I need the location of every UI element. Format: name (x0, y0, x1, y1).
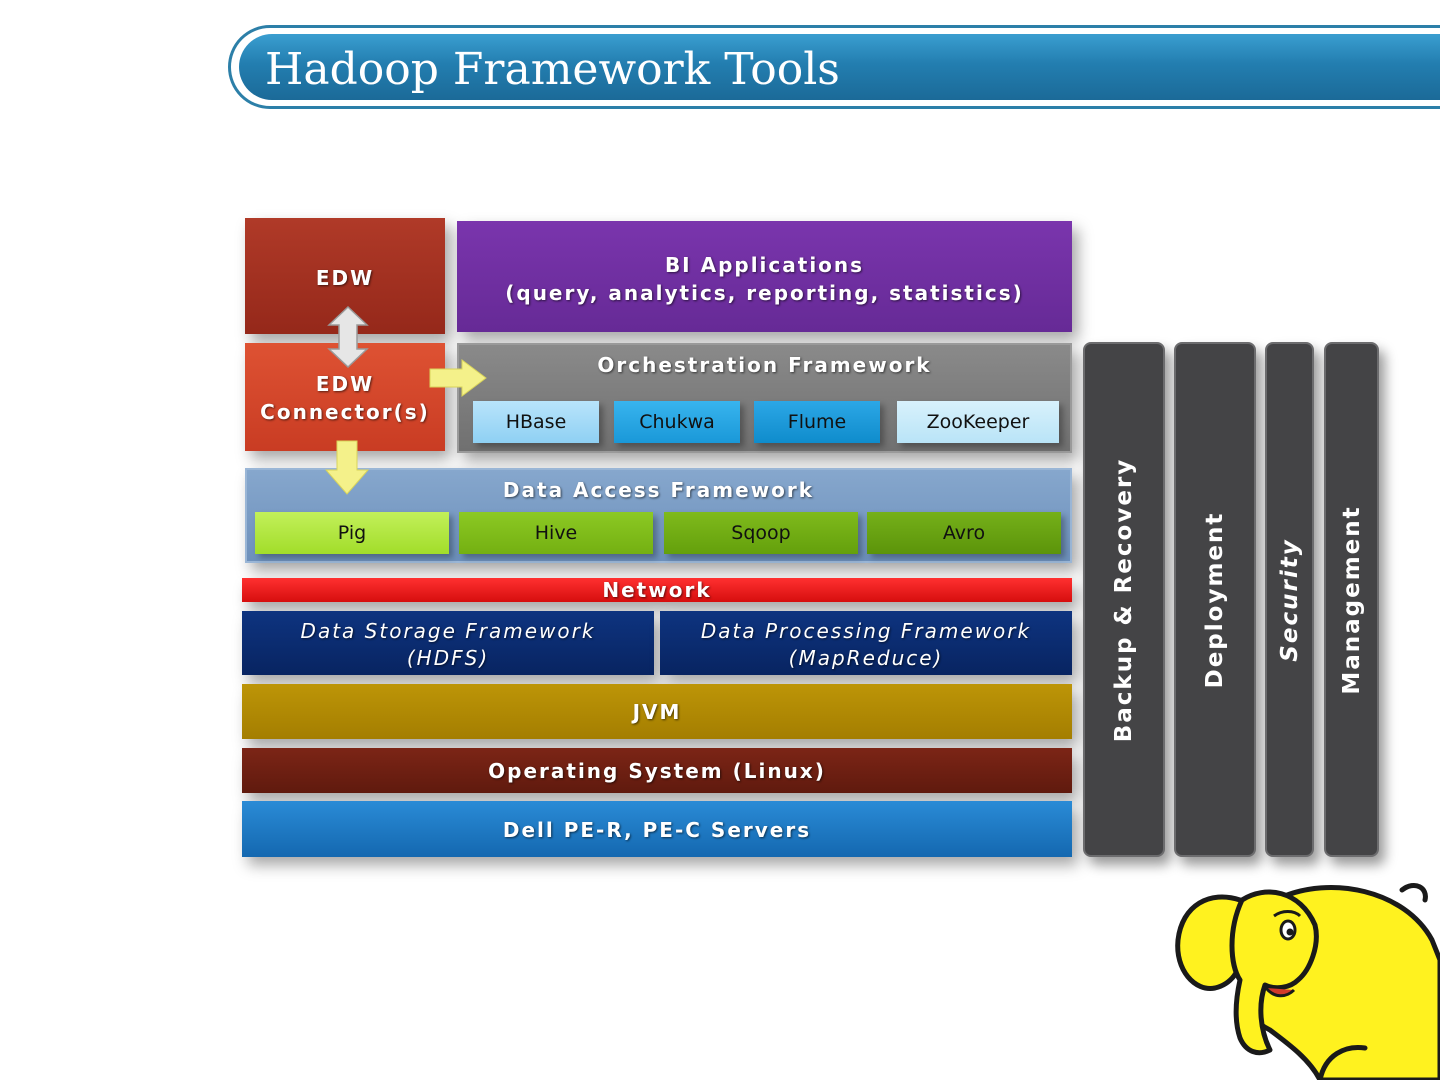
tool-pig: Pig (255, 512, 449, 554)
tool-hbase: HBase (473, 401, 599, 443)
title-banner-fill: Hadoop Framework Tools (239, 34, 1440, 100)
deployment-bar: Deployment (1174, 342, 1256, 857)
data-storage-framework-sub: (HDFS) (406, 646, 490, 670)
data-access-framework-block: Data Access Framework Pig Hive Sqoop Avr… (245, 468, 1072, 563)
bi-applications-block: BI Applications (query, analytics, repor… (457, 221, 1072, 332)
edw-connector-block: EDW Connector(s) (245, 343, 445, 451)
data-processing-framework-title: Data Processing Framework (700, 619, 1032, 643)
page-title: Hadoop Framework Tools (265, 44, 840, 95)
backup-recovery-label: Backup & Recovery (1111, 457, 1137, 742)
data-processing-framework-sub: (MapReduce) (788, 646, 944, 670)
servers-bar: Dell PE-R, PE-C Servers (242, 801, 1072, 857)
edw-block: EDW (245, 218, 445, 334)
title-banner: Hadoop Framework Tools (228, 25, 1440, 109)
management-bar: Management (1324, 342, 1379, 857)
deployment-label: Deployment (1202, 511, 1228, 688)
tool-hive: Hive (459, 512, 653, 554)
servers-label: Dell PE-R, PE-C Servers (502, 818, 812, 842)
operating-system-label: Operating System (Linux) (488, 759, 826, 783)
edw-connector-label-line2: Connector(s) (260, 400, 430, 424)
jvm-bar: JVM (242, 684, 1072, 739)
tool-sqoop: Sqoop (664, 512, 858, 554)
backup-recovery-bar: Backup & Recovery (1083, 342, 1165, 857)
network-bar: Network (242, 578, 1072, 602)
edw-label: EDW (315, 266, 375, 290)
edw-connector-label-line1: EDW (315, 372, 375, 396)
tool-chukwa: Chukwa (614, 401, 740, 443)
tool-flume: Flume (754, 401, 880, 443)
data-access-framework-title: Data Access Framework (502, 478, 815, 502)
bi-applications-subtitle: (query, analytics, reporting, statistics… (505, 281, 1024, 305)
operating-system-bar: Operating System (Linux) (242, 748, 1072, 793)
tool-zookeeper: ZooKeeper (897, 401, 1059, 443)
tool-avro: Avro (867, 512, 1061, 554)
hadoop-elephant-logo (1175, 883, 1440, 1080)
security-bar: Security (1265, 342, 1314, 857)
security-label: Security (1276, 537, 1303, 662)
orchestration-framework-block: Orchestration Framework HBase Chukwa Flu… (457, 343, 1072, 453)
network-label: Network (602, 578, 712, 602)
data-storage-framework-block: Data Storage Framework (HDFS) (242, 611, 654, 675)
management-label: Management (1338, 504, 1365, 695)
data-storage-framework-title: Data Storage Framework (300, 619, 596, 643)
data-processing-framework-block: Data Processing Framework (MapReduce) (660, 611, 1072, 675)
jvm-label: JVM (632, 700, 682, 724)
bi-applications-title: BI Applications (664, 253, 865, 277)
orchestration-framework-title: Orchestration Framework (597, 353, 932, 377)
